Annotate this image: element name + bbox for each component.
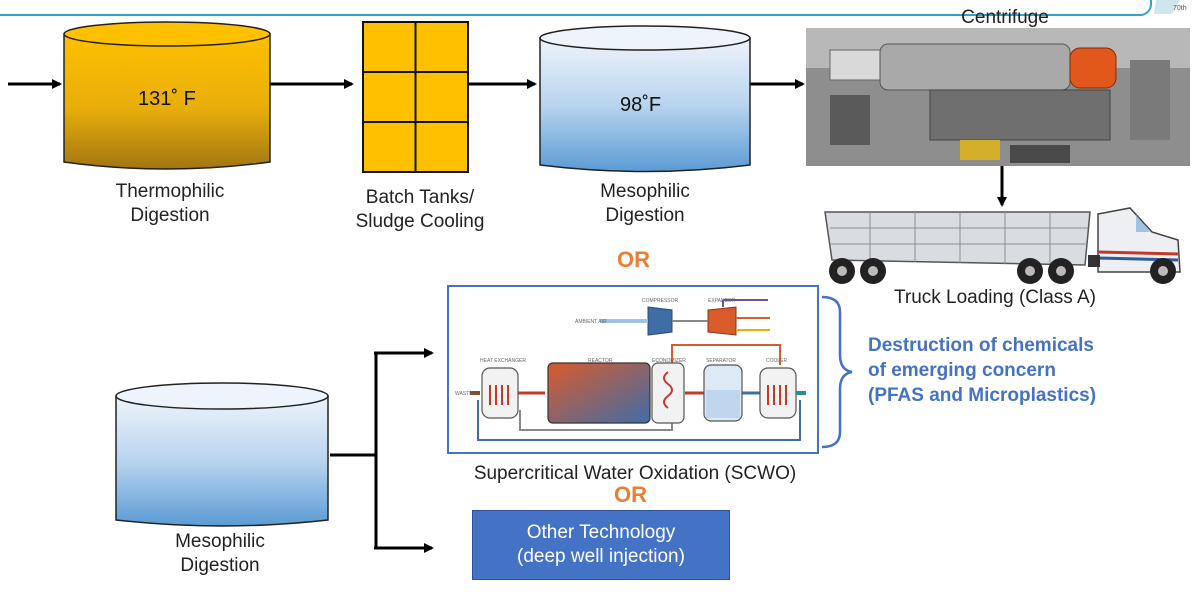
scwo-economizer-label: ECONOMIZER xyxy=(652,358,686,364)
destruction-line2: of emerging concern xyxy=(868,360,1056,381)
scwo-cooler-label: COOLER xyxy=(766,358,788,364)
other-technology-line1: Other Technology xyxy=(526,522,676,543)
other-technology-line2: (deep well injection) xyxy=(517,546,685,567)
scwo-expander-label: EXPANDER xyxy=(708,298,736,304)
thermophilic-label: Thermophilic Digestion xyxy=(95,180,245,228)
centrifuge-photo xyxy=(806,28,1190,166)
scwo-separator-label: SEPARATOR xyxy=(706,358,736,364)
scwo-waste-label: WASTE xyxy=(455,391,473,397)
thermophilic-temp: 131˚ F xyxy=(138,88,196,110)
centrifuge-label: Centrifuge xyxy=(961,7,1049,28)
scwo-heat-exchanger-label: HEAT EXCHANGER xyxy=(480,358,526,364)
scwo-label: Supercritical Water Oxidation (SCWO) xyxy=(473,463,797,484)
or-label-second: OR xyxy=(614,482,647,507)
thermophilic-label-line2: Digestion xyxy=(130,205,210,226)
or-label-first: OR xyxy=(617,247,650,272)
truck-label: Truck Loading (Class A) xyxy=(893,287,1097,308)
destruction-text: Destruction of chemicals of emerging con… xyxy=(868,333,1096,408)
batch-label: Batch Tanks/ Sludge Cooling xyxy=(335,186,505,234)
mesophilic-bottom-label: Mesophilic Digestion xyxy=(145,530,295,578)
destruction-line1: Destruction of chemicals xyxy=(868,335,1094,356)
mesophilic-bottom-label-line1: Mesophilic xyxy=(175,531,265,552)
other-technology-box: Other Technology (deep well injection) xyxy=(472,510,730,580)
thermophilic-tank xyxy=(63,21,271,170)
mesophilic-tank-bottom xyxy=(115,382,329,527)
curly-bracket xyxy=(821,295,853,449)
batch-tanks-grid xyxy=(362,21,469,173)
mesophilic-top-label-line2: Digestion xyxy=(605,205,685,226)
thermophilic-label-line1: Thermophilic xyxy=(115,181,225,202)
mesophilic-tank-top xyxy=(539,25,751,173)
scwo-diagram xyxy=(447,285,819,454)
scwo-reactor-label: REACTOR xyxy=(588,358,613,364)
mesophilic-top-label-line1: Mesophilic xyxy=(600,181,690,202)
scwo-compressor-label: COMPRESSOR xyxy=(642,298,679,304)
scwo-diagram-labels: COMPRESSOR EXPANDER AMBIENT AIR HEAT EXC… xyxy=(455,298,788,397)
scwo-ambient-air-label: AMBIENT AIR xyxy=(575,319,607,325)
branch-arrows xyxy=(330,348,434,553)
batch-label-line2: Sludge Cooling xyxy=(355,211,485,232)
header-bar xyxy=(0,0,1152,16)
truck-illustration xyxy=(824,207,1181,284)
destruction-line3: (PFAS and Microplastics) xyxy=(868,385,1097,406)
mesophilic-bottom-label-line2: Digestion xyxy=(180,555,260,576)
corner-logo-text: 70th xyxy=(1173,5,1187,12)
batch-label-line1: Batch Tanks/ xyxy=(365,187,475,208)
mesophilic-temp: 98˚F xyxy=(620,94,662,116)
corner-logo-icon xyxy=(1154,0,1180,14)
mesophilic-top-label: Mesophilic Digestion xyxy=(570,180,720,228)
